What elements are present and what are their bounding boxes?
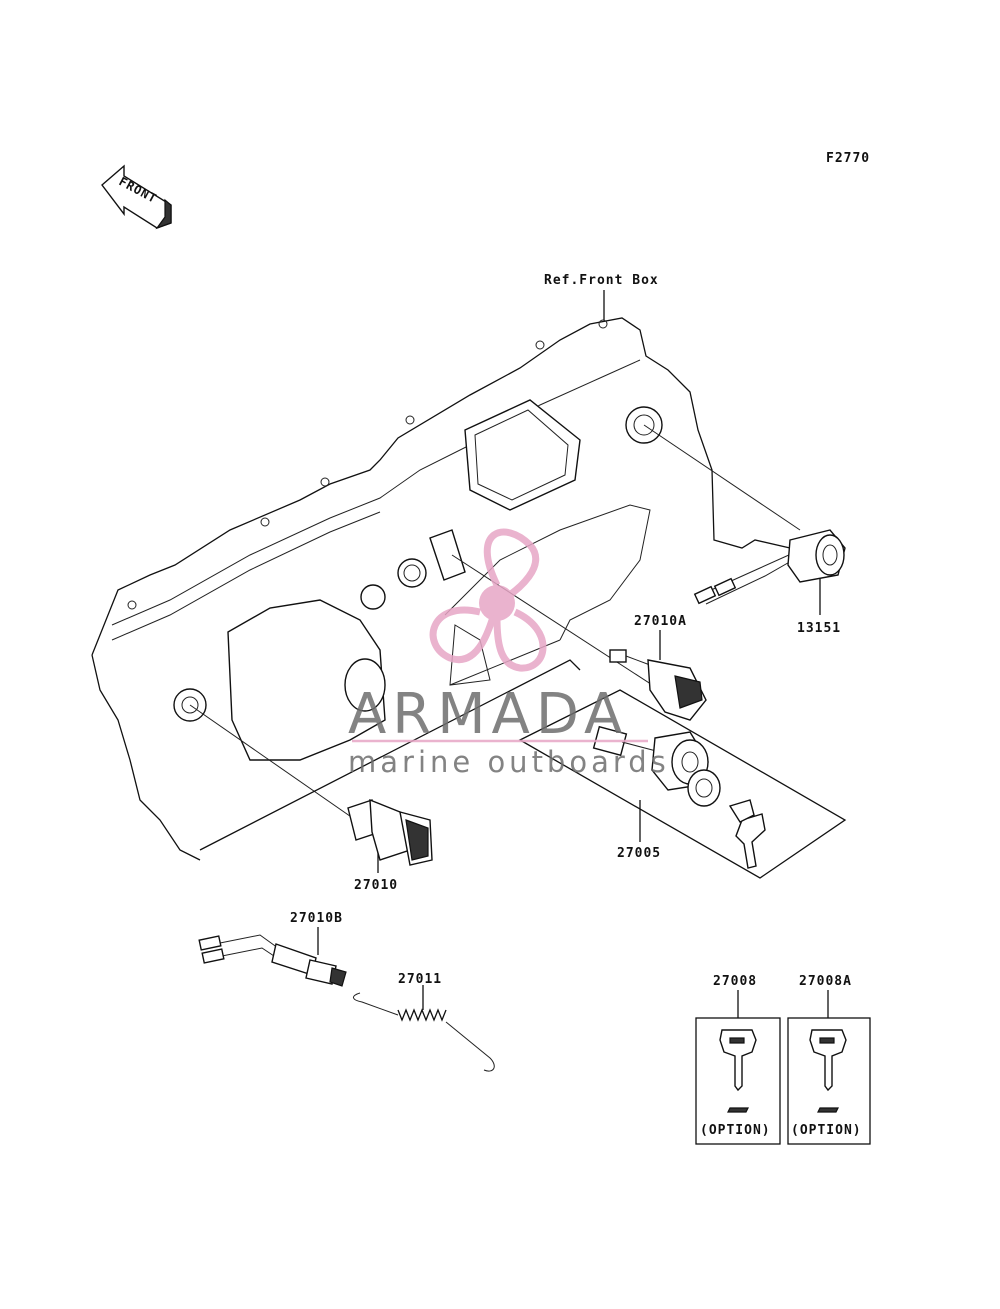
leader-lines [189,424,821,1010]
part-27005-ignition-switch [592,725,766,869]
label-27008A: 27008A [799,974,852,989]
label-27008: 27008 [713,974,757,989]
front-box-panel [91,317,791,861]
part-27010-rotary-switch [347,798,433,866]
watermark: ARMADA marine outboards [348,528,670,779]
label-27010B: 27010B [290,911,343,926]
label-27011: 27011 [398,972,442,987]
watermark-brand: ARMADA [348,682,628,747]
figure-code: F2770 [826,151,870,166]
part-27011-spring [353,992,495,1072]
label-27010: 27010 [354,878,398,893]
ignition-switch-box [199,659,847,879]
watermark-logo-icon [429,528,547,672]
front-arrow-icon: FRONT [101,164,172,230]
part-27010A-rocker-switch [609,649,707,721]
part-13151-socket [693,529,846,605]
part-27008A-key-box: (OPTION) [787,990,871,1145]
label-13151: 13151 [797,621,841,636]
label-27010A: 27010A [634,614,687,629]
option-label-27008: (OPTION) [700,1123,771,1138]
option-label-27008A: (OPTION) [791,1123,862,1138]
part-27008-key-box: (OPTION) [695,990,781,1145]
watermark-tagline: marine outboards [348,745,670,779]
part-27010B-switch [198,934,347,987]
ref-front-box-label: Ref.Front Box [544,273,659,288]
label-27005: 27005 [617,846,661,861]
